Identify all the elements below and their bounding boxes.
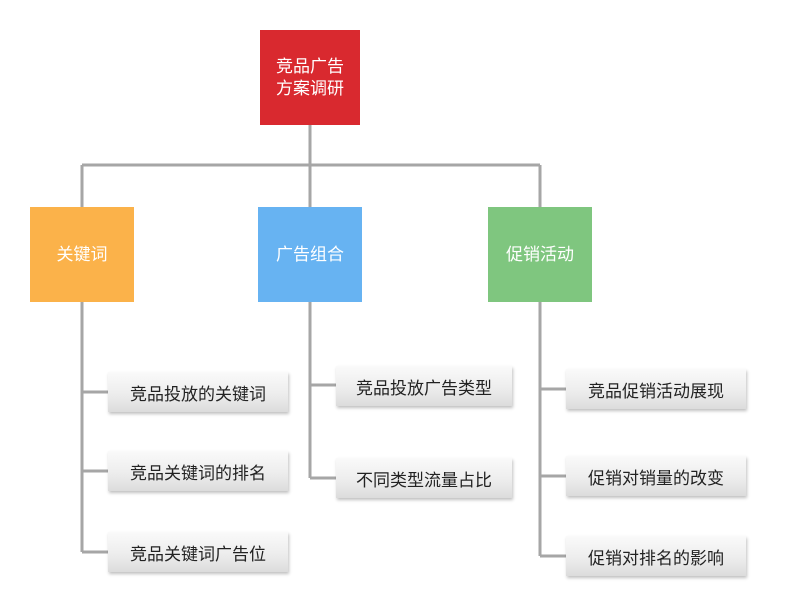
- category-keyword: 关键词: [30, 207, 134, 302]
- leaf-ad-combo-1-label: 竞品投放广告类型: [356, 378, 492, 399]
- leaf-promotion-3-label: 促销对排名的影响: [588, 548, 724, 569]
- leaf-promotion-2-label: 促销对销量的改变: [588, 468, 724, 489]
- category-keyword-label: 关键词: [56, 244, 108, 265]
- leaf-keyword-1: 竞品投放的关键词: [108, 372, 288, 412]
- leaf-keyword-3-label: 竞品关键词广告位: [130, 544, 266, 565]
- root-label-line1: 竞品广告: [276, 56, 344, 77]
- leaf-promotion-1: 竞品促销活动展现: [566, 369, 746, 409]
- leaf-ad-combo-1: 竞品投放广告类型: [336, 366, 512, 406]
- leaf-keyword-2-label: 竞品关键词的排名: [130, 463, 266, 484]
- category-promotion: 促销活动: [488, 207, 592, 302]
- leaf-promotion-2: 促销对销量的改变: [566, 456, 746, 496]
- leaf-keyword-1-label: 竞品投放的关键词: [130, 384, 266, 405]
- leaf-promotion-3: 促销对排名的影响: [566, 536, 746, 576]
- leaf-keyword-2: 竞品关键词的排名: [108, 451, 288, 491]
- leaf-ad-combo-2-label: 不同类型流量占比: [356, 470, 492, 491]
- leaf-ad-combo-2: 不同类型流量占比: [336, 458, 512, 498]
- category-ad-combo: 广告组合: [258, 207, 362, 302]
- root-node: 竞品广告 方案调研: [260, 30, 360, 125]
- leaf-promotion-1-label: 竞品促销活动展现: [588, 381, 724, 402]
- leaf-keyword-3: 竞品关键词广告位: [108, 532, 288, 572]
- root-label-line2: 方案调研: [276, 78, 344, 99]
- category-promotion-label: 促销活动: [506, 244, 574, 265]
- category-ad-combo-label: 广告组合: [276, 244, 344, 265]
